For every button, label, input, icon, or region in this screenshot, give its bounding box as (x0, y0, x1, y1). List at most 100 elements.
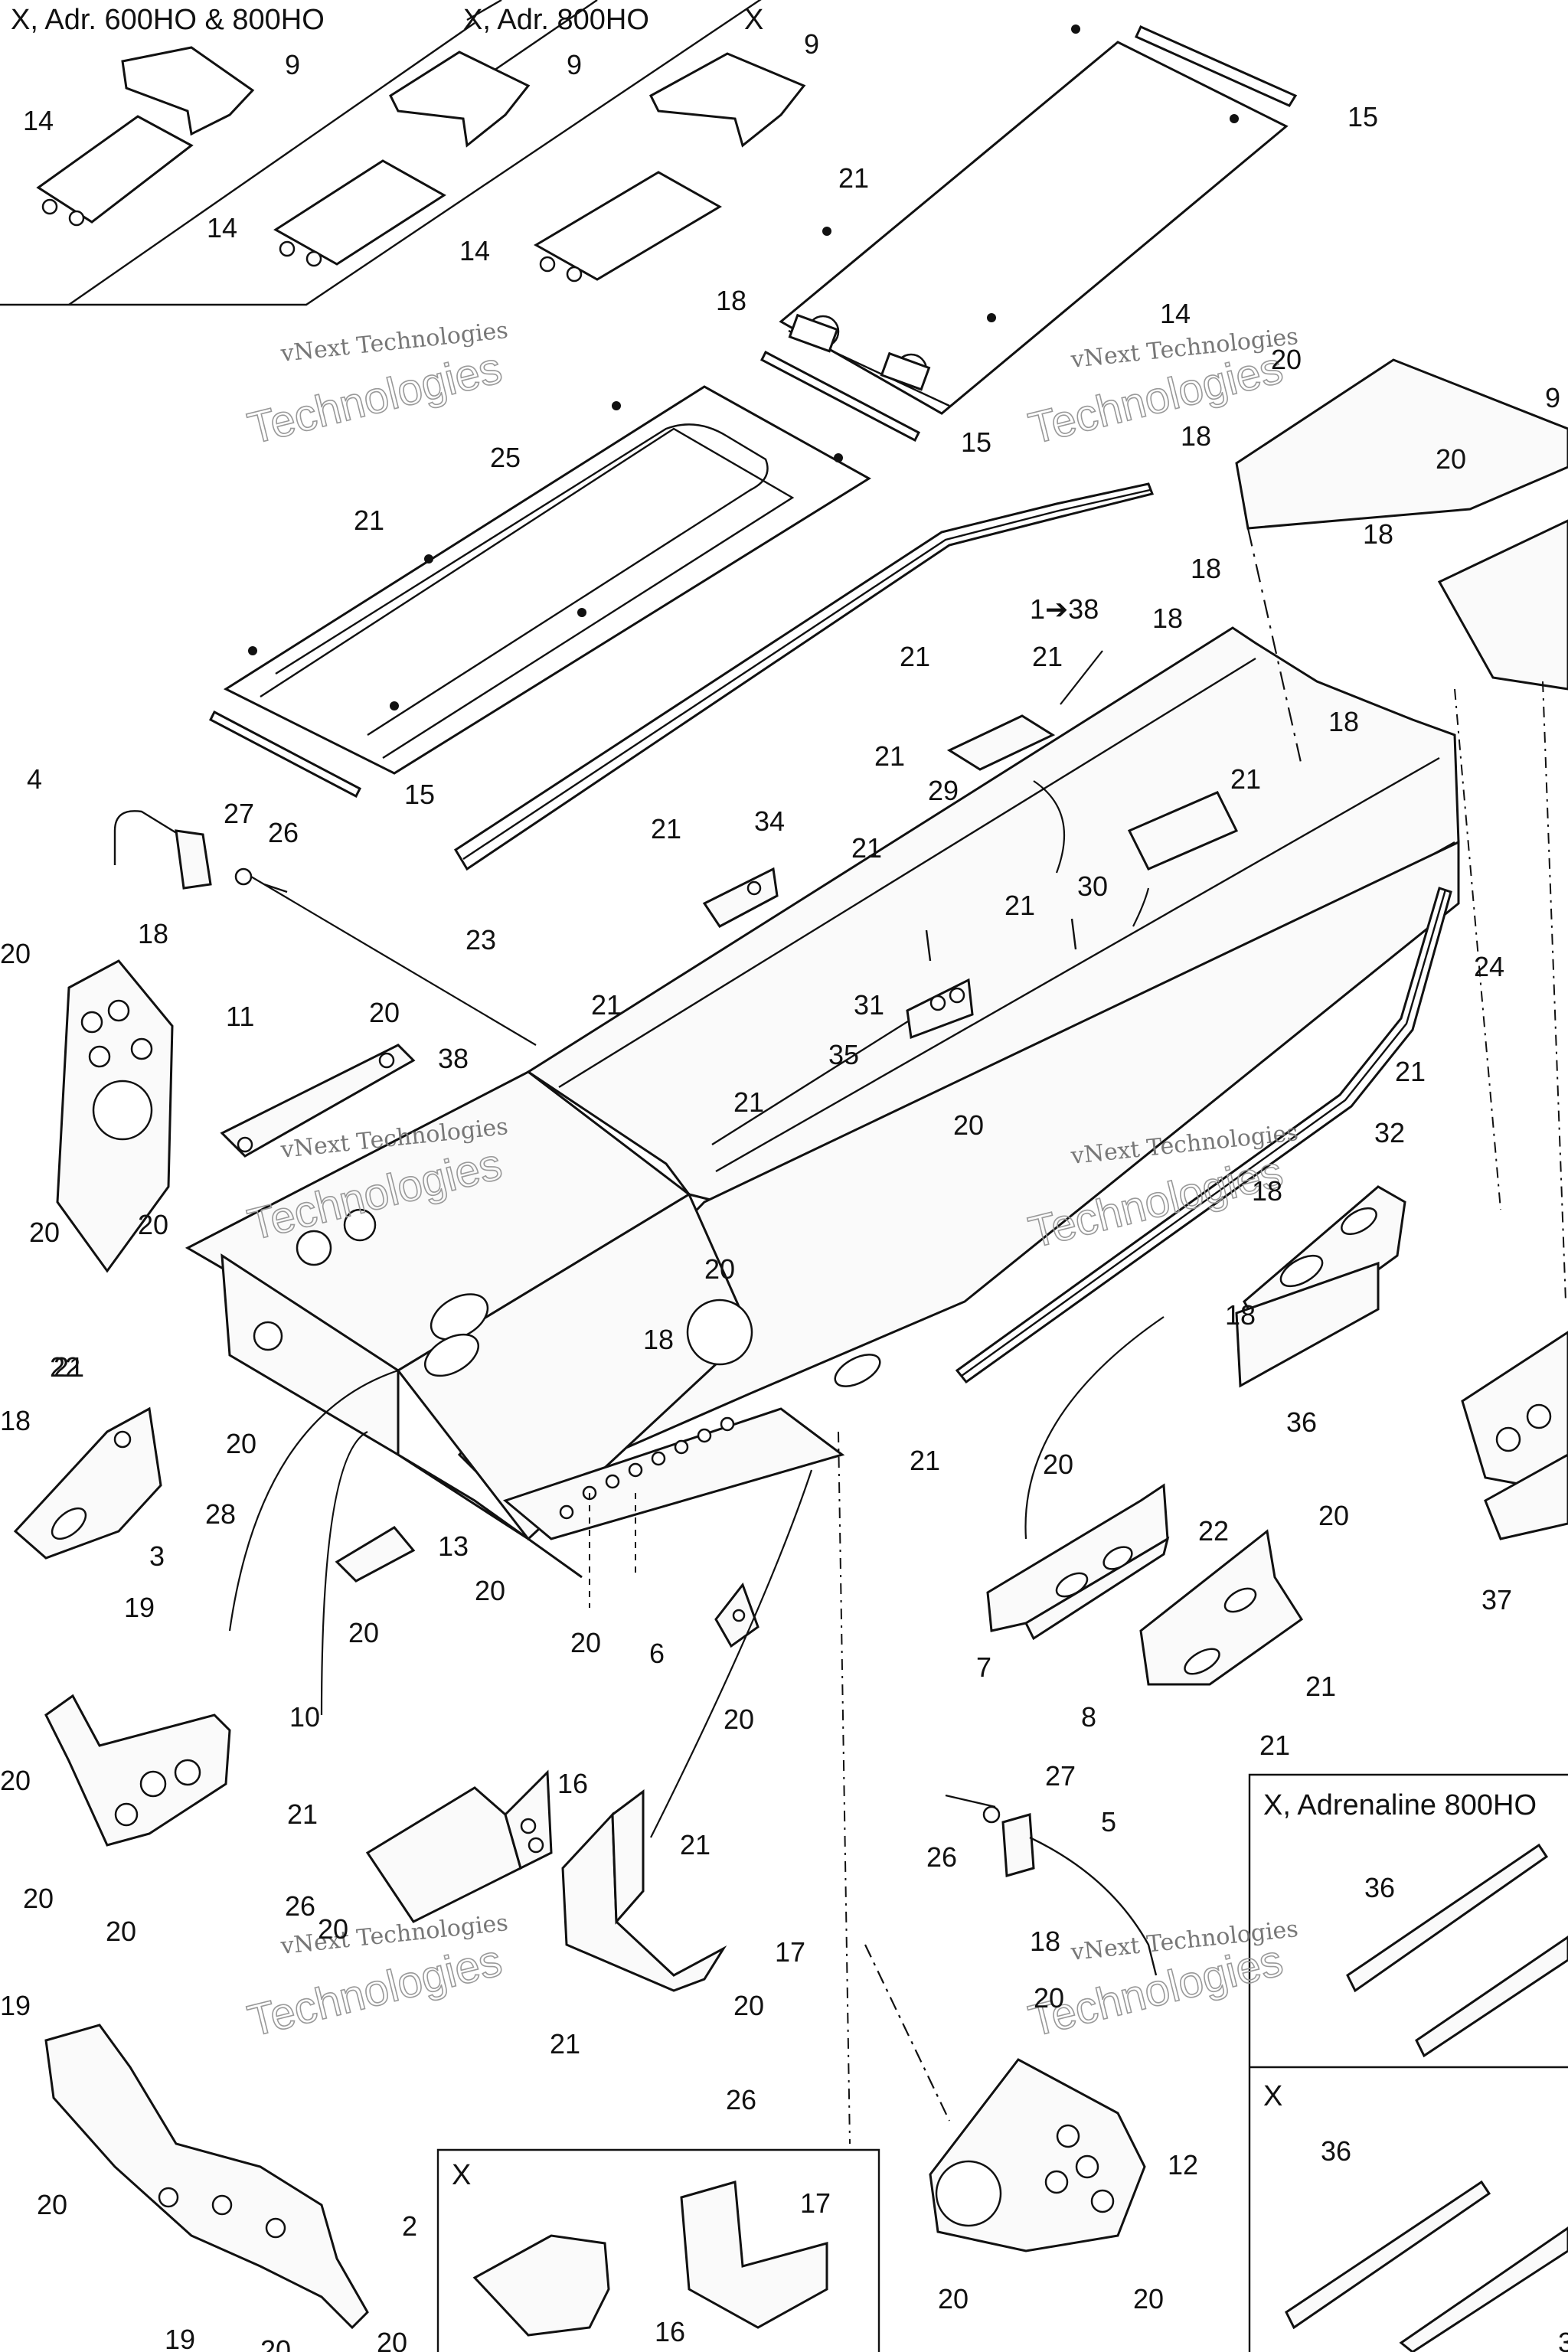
callout: 3 (1558, 2327, 1568, 2352)
part-14-panel (779, 24, 1289, 415)
callout: 1➔38 (1030, 593, 1099, 625)
callout: 20 (724, 1704, 754, 1735)
callout: 2 (402, 2210, 417, 2242)
bottom-inset: X (436, 2148, 880, 2352)
callout: 25 (490, 442, 521, 473)
part-38-bracket (220, 1044, 416, 1158)
callout: 15 (404, 779, 435, 810)
callout: 36 (1364, 1872, 1395, 1903)
callout: 26 (726, 2084, 756, 2115)
callout: 14 (459, 235, 490, 266)
top-variant-3 (534, 52, 806, 283)
callout: 18 (643, 1324, 674, 1355)
callout: 17 (775, 1936, 805, 1968)
callout: 28 (205, 1498, 236, 1530)
callout: 27 (1045, 1760, 1076, 1792)
part-25-cover (223, 385, 871, 775)
callout: 20 (37, 2189, 67, 2220)
callout: 23 (466, 924, 496, 956)
callout: 26 (285, 1890, 315, 1922)
inset-title-bottom: X (452, 2159, 471, 2191)
callout: 18 (1328, 706, 1359, 737)
callout: 20 (570, 1627, 601, 1658)
callout: 14 (1160, 298, 1191, 329)
callout: 19 (165, 2324, 195, 2352)
callout: 20 (23, 1883, 54, 1914)
callout: 14 (207, 212, 237, 243)
callout: 20 (0, 938, 31, 969)
main-chassis (185, 626, 1460, 1579)
part-37-bracket (1461, 1331, 1568, 1540)
callout: 20 (1436, 443, 1466, 475)
part-9-right-bracket (1235, 358, 1568, 691)
callout: 21 (874, 740, 905, 772)
callout: 37 (1481, 1584, 1512, 1615)
callout: 4 (27, 763, 42, 795)
callout: 20 (377, 2327, 407, 2352)
small-plates-center (702, 714, 1239, 1040)
callout: 3 (149, 1540, 165, 1572)
callout: 18 (1191, 553, 1221, 584)
part-15-strip-upper (760, 25, 1298, 443)
callout: 20 (953, 1109, 984, 1141)
callout: 20 (1043, 1449, 1073, 1480)
callout: 15 (961, 426, 991, 458)
callout: 21 (591, 989, 622, 1021)
callout: 35 (828, 1039, 859, 1070)
callout: 17 (800, 2187, 831, 2219)
top-variant-inset: X, Adr. 600HO & 800HO X, Adr. 800HO X (0, 0, 806, 306)
part-23-rail (453, 482, 1155, 871)
callout: 10 (289, 1701, 320, 1733)
inset-title-3: X (744, 4, 763, 36)
callout: 18 (1363, 518, 1393, 550)
callout: 32 (1374, 1117, 1405, 1148)
callout: 21 (838, 162, 869, 194)
callout: 9 (1545, 382, 1560, 413)
callout: 36 (1321, 2135, 1351, 2167)
inset-title-1: X, Adr. 600HO & 800HO (11, 4, 325, 36)
callout: 21 (54, 1351, 84, 1383)
callout: 24 (1474, 951, 1504, 982)
part-5-handle (945, 1794, 1158, 1976)
callout: 19 (0, 1990, 31, 2021)
callout: 20 (106, 1916, 136, 1947)
part-15-strip-lower (209, 710, 361, 799)
top-variant-2 (273, 51, 531, 267)
top-variant-1 (36, 46, 255, 227)
callout: 7 (976, 1651, 991, 1683)
callout: 9 (285, 49, 300, 80)
callout: 18 (1181, 420, 1211, 452)
leader-lines (228, 528, 1566, 2145)
callout: 21 (1305, 1671, 1336, 1702)
callout: 20 (29, 1217, 60, 1248)
callout: 21 (1259, 1730, 1290, 1761)
callout: 9 (567, 49, 582, 80)
callout: 31 (854, 989, 884, 1021)
part-3-bracket (13, 1406, 162, 1560)
callout: 13 (438, 1530, 469, 1562)
callout: 18 (0, 1405, 31, 1436)
callout: 36 (1286, 1406, 1317, 1438)
callout: 20 (938, 2283, 969, 2314)
part-16-bracket (365, 1769, 553, 1923)
callout: 26 (926, 1841, 957, 1873)
callout-labels: 9 14 9 14 9 14 15 21 14 15 18 25 21 15 2… (0, 28, 1568, 2352)
callout: 20 (1133, 2283, 1164, 2314)
callout: 8 (1081, 1701, 1096, 1733)
part-7-bracket (986, 1483, 1170, 1641)
callout: 18 (716, 285, 746, 316)
callout: 14 (23, 105, 54, 136)
callout: 20 (369, 997, 400, 1028)
callout: 21 (733, 1086, 764, 1118)
callout: 21 (651, 813, 681, 844)
callout: 6 (649, 1638, 665, 1669)
callout: 18 (1225, 1299, 1256, 1331)
part-11-plate (56, 959, 174, 1273)
callout: 26 (268, 817, 299, 848)
callout: 5 (1101, 1806, 1116, 1838)
callout: 20 (260, 2334, 291, 2352)
callout: 21 (1032, 641, 1063, 672)
callout: 20 (0, 1765, 31, 1796)
callout: 21 (680, 1829, 710, 1860)
